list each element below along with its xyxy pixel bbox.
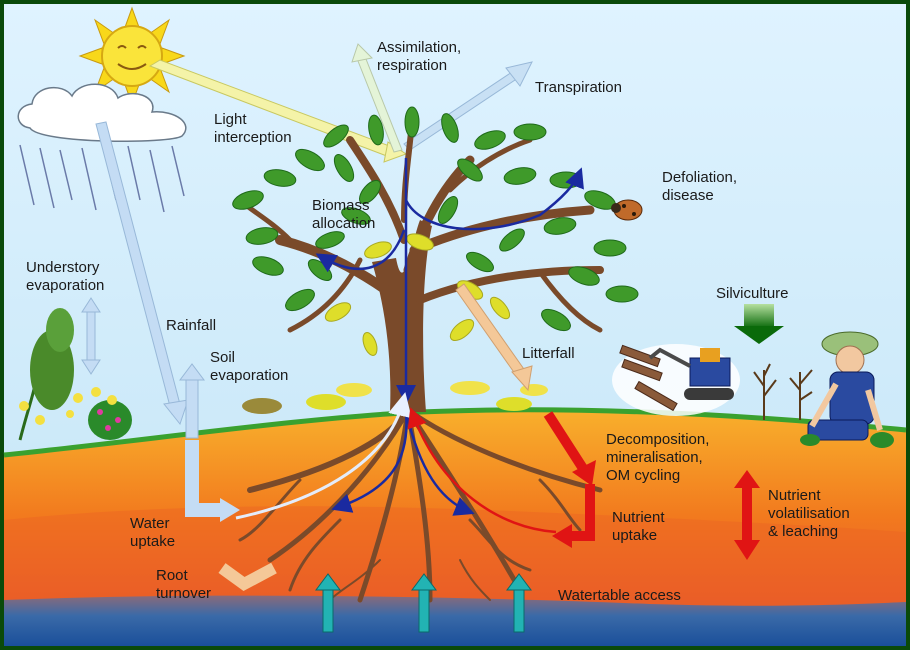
svg-text:Decomposition,: Decomposition, bbox=[606, 431, 709, 448]
rainfall-arrow-head bbox=[163, 399, 189, 426]
understory-evaporation-arrow bbox=[81, 297, 101, 375]
decomposition-arrow-head bbox=[572, 460, 596, 486]
transpiration-label: Transpiration bbox=[535, 79, 622, 96]
transpiration-arrow-head bbox=[505, 61, 533, 87]
svg-text:respiration: respiration bbox=[377, 57, 447, 74]
soil-evaporation-label: Soil evaporation bbox=[210, 349, 288, 384]
soil-evaporation-arrow bbox=[179, 363, 205, 439]
harvester-icon bbox=[612, 344, 740, 416]
water-uptake-elbow bbox=[185, 440, 222, 517]
litterfall-arrow-head bbox=[511, 365, 533, 392]
nutrient-uptake-head bbox=[552, 524, 572, 548]
sun-icon bbox=[78, 6, 186, 106]
svg-text:uptake: uptake bbox=[612, 527, 657, 544]
svg-text:OM cycling: OM cycling bbox=[606, 467, 680, 484]
svg-text:Defoliation,: Defoliation, bbox=[662, 169, 737, 186]
flowers-icon bbox=[18, 308, 132, 441]
volatilisation-arrow bbox=[734, 470, 760, 560]
svg-text:Biomass: Biomass bbox=[312, 197, 370, 214]
defoliation-label: Defoliation, disease bbox=[662, 169, 737, 204]
water-flow-arrow bbox=[235, 392, 412, 520]
svg-text:Soil: Soil bbox=[210, 349, 235, 366]
silviculture-arrow bbox=[734, 304, 784, 344]
biomass-allocation-label: Biomass allocation bbox=[312, 197, 375, 232]
root-turnover-label: Root turnover bbox=[156, 567, 211, 602]
silviculture-label: Silviculture bbox=[716, 285, 789, 302]
seedlings-icon bbox=[753, 363, 813, 420]
decomposition-arrow bbox=[543, 411, 589, 473]
volatilisation-label: Nutrient volatilisation & leaching bbox=[768, 487, 850, 540]
watertable-access-label: Watertable access bbox=[558, 587, 681, 604]
understory-evaporation-label: Understory evaporation bbox=[26, 259, 104, 294]
svg-text:mineralisation,: mineralisation, bbox=[606, 449, 703, 466]
light-interception-label: Light interception bbox=[214, 111, 292, 146]
water-table bbox=[4, 595, 906, 646]
nutrient-flow-arrow bbox=[407, 407, 557, 534]
rainfall-label: Rainfall bbox=[166, 317, 216, 334]
carbon-allocation-arrows bbox=[315, 158, 584, 516]
svg-text:allocation: allocation bbox=[312, 215, 375, 232]
svg-text:Nutrient: Nutrient bbox=[612, 509, 665, 526]
planter-figure-icon bbox=[800, 331, 894, 448]
svg-text:Root: Root bbox=[156, 567, 189, 584]
svg-text:evaporation: evaporation bbox=[26, 277, 104, 294]
svg-text:interception: interception bbox=[214, 129, 292, 146]
svg-text:volatilisation: volatilisation bbox=[768, 505, 850, 522]
soil-layer bbox=[4, 409, 906, 646]
litterfall-label: Litterfall bbox=[522, 345, 575, 362]
water-uptake-label: Water uptake bbox=[130, 515, 175, 550]
decomposition-label: Decomposition, mineralisation, OM cyclin… bbox=[606, 431, 709, 484]
svg-text:evaporation: evaporation bbox=[210, 367, 288, 384]
svg-text:turnover: turnover bbox=[156, 585, 211, 602]
nutrient-uptake-label: Nutrient uptake bbox=[612, 509, 665, 544]
svg-text:uptake: uptake bbox=[130, 533, 175, 550]
assimilation-label: Assimilation, respiration bbox=[377, 39, 461, 74]
svg-text:disease: disease bbox=[662, 187, 714, 204]
watertable-arrows bbox=[315, 573, 532, 633]
beetle-icon bbox=[611, 199, 643, 221]
assimilation-arrow-head bbox=[351, 43, 374, 63]
water-uptake-head bbox=[220, 498, 240, 522]
svg-text:Understory: Understory bbox=[26, 259, 100, 276]
svg-text:Assimilation,: Assimilation, bbox=[377, 39, 461, 56]
svg-text:& leaching: & leaching bbox=[768, 523, 838, 540]
cloud-icon bbox=[17, 83, 187, 142]
svg-text:Light: Light bbox=[214, 111, 247, 128]
root-turnover-arrow bbox=[218, 562, 277, 592]
svg-text:Water: Water bbox=[130, 515, 169, 532]
trunk bbox=[372, 220, 432, 412]
nutrient-uptake-elbow bbox=[570, 484, 595, 541]
svg-text:Nutrient: Nutrient bbox=[768, 487, 821, 504]
